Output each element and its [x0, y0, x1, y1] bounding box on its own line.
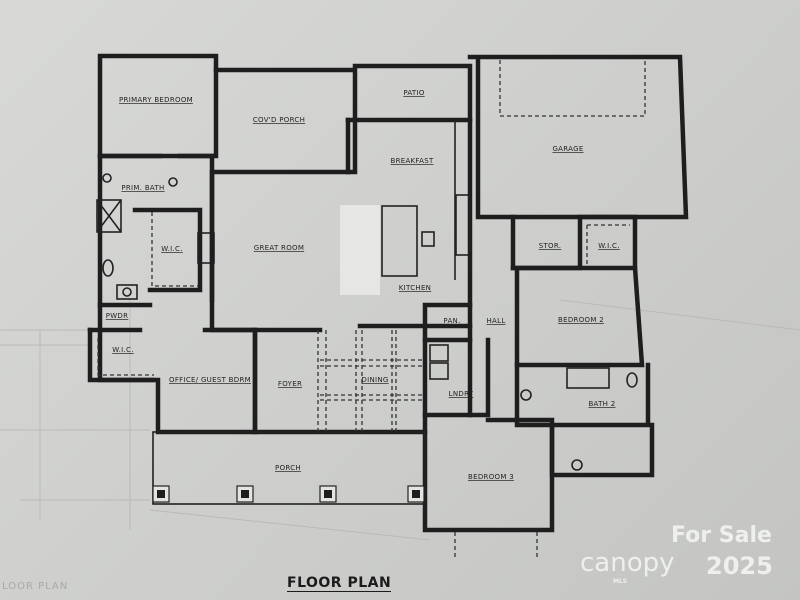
bath-2-closet-walls	[549, 422, 655, 478]
label-wic-bed2: W.I.C.	[598, 242, 620, 250]
porch-outline	[152, 431, 426, 505]
sink-icon	[168, 177, 178, 187]
bedroom-3-bay	[454, 532, 538, 560]
toilet-icon	[626, 372, 638, 388]
watermark-brand: canopy	[580, 548, 675, 578]
shower	[96, 199, 122, 233]
sink-icon	[102, 173, 112, 183]
ghost-plan-title: LOOR PLAN	[2, 581, 69, 592]
plan-title: FLOOR PLAN	[287, 575, 392, 592]
garage-parking-outline	[499, 60, 646, 117]
label-lndry: LNDRY	[449, 390, 474, 398]
label-patio: PATIO	[403, 89, 425, 97]
sink-icon	[520, 389, 532, 401]
kitchen-island	[381, 205, 418, 277]
label-kitchen: KITCHEN	[399, 284, 431, 292]
watermark-brand-sub: MLS	[613, 578, 628, 585]
label-breakfast: BREAKFAST	[390, 157, 433, 165]
bedroom-2-walls	[510, 265, 645, 368]
kitchen-whiteout	[340, 205, 380, 295]
label-wic-office: W.I.C.	[112, 346, 134, 354]
watermark-for-sale: For Sale	[671, 523, 772, 548]
label-foyer: FOYER	[278, 380, 302, 388]
garage-walls	[467, 54, 689, 220]
label-bedroom-3: BEDROOM 3	[468, 473, 514, 481]
bath-2-walls	[514, 362, 651, 428]
primary-wic-walls	[132, 207, 203, 293]
label-bath-2: BATH 2	[588, 400, 615, 408]
label-pan: PAN.	[443, 317, 460, 325]
label-prim-bath: PRIM. BATH	[121, 184, 164, 192]
label-bedroom-2: BEDROOM 2	[558, 316, 604, 324]
cooktop	[455, 194, 471, 256]
background-ghost-lines	[0, 299, 800, 541]
toilet-icon	[102, 259, 114, 277]
porch-columns	[152, 485, 425, 503]
primary-bedroom-walls	[97, 53, 219, 159]
washer	[429, 344, 449, 362]
room-labels: PRIMARY BEDROOM COV'D PORCH PATIO GARAGE…	[106, 89, 620, 481]
bathtub	[566, 367, 610, 389]
sink-icon	[122, 287, 132, 297]
dining-coffered-lines	[317, 330, 397, 432]
label-garage: GARAGE	[552, 145, 583, 153]
label-dining: DINING	[361, 376, 388, 384]
label-primary-bedroom: PRIMARY BEDROOM	[119, 96, 193, 104]
sink-icon	[571, 459, 583, 471]
label-covd-porch: COV'D PORCH	[253, 116, 305, 124]
label-stor: STOR.	[539, 242, 562, 250]
label-great-room: GREAT ROOM	[254, 244, 304, 252]
prim-bath-walls	[97, 153, 215, 303]
label-hall: HALL	[486, 317, 505, 325]
dryer	[429, 362, 449, 380]
label-wic-primary: W.I.C.	[161, 245, 183, 253]
patio-walls	[345, 63, 473, 123]
watermark-year: 2025	[706, 552, 773, 580]
island-sink	[421, 231, 435, 247]
vanity	[116, 284, 138, 300]
label-office-guest: OFFICE/ GUEST BDRM	[169, 376, 251, 384]
label-pwdr: PWDR	[106, 312, 129, 320]
label-porch: PORCH	[275, 464, 301, 472]
